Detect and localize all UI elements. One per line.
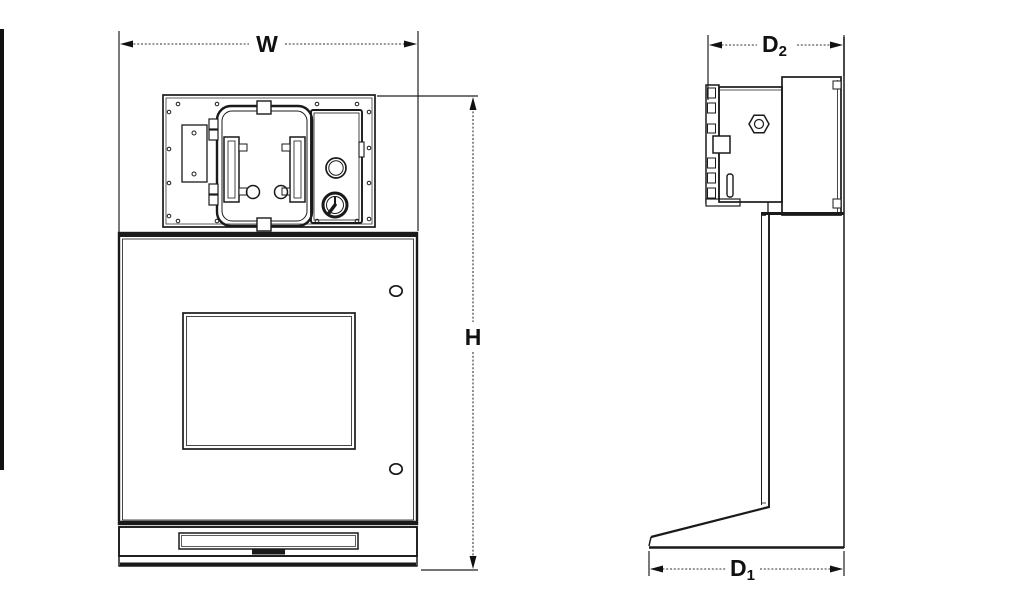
dim-d1-label: D1 (730, 555, 755, 584)
dim-d2-label: D2 (762, 31, 787, 60)
control-box-body (310, 109, 363, 224)
frame-left-tab (208, 118, 219, 130)
panel-corner-step (832, 80, 842, 90)
side-slot-detail (726, 173, 734, 198)
indicator-port-inner (328, 160, 344, 176)
dim-width: W (118, 31, 419, 232)
cabinet-base-panel (118, 526, 418, 567)
dim-height: H (377, 95, 482, 571)
door-window (182, 312, 356, 450)
mounting-frame (208, 100, 314, 232)
panel-plate-inner (165, 97, 373, 225)
base-toe (648, 536, 652, 547)
dim-top-depth: D2 (707, 31, 845, 100)
arrow-left-icon (120, 40, 133, 48)
frame-hole (273, 184, 289, 200)
dim-d1-sub: 1 (747, 567, 755, 584)
frame-rail-right (281, 136, 306, 203)
back-panel (781, 76, 842, 216)
dim-d2-sub: 2 (779, 43, 787, 60)
frame-rail-left (223, 136, 248, 203)
frame-top-tab (256, 100, 272, 115)
control-box (310, 109, 365, 224)
vent-slot-inner (181, 535, 356, 547)
arrow-right-icon (404, 40, 417, 48)
door-window-inner (186, 316, 352, 446)
arrow-left-icon (709, 41, 722, 49)
frame-hole (245, 184, 261, 200)
handle-strip (252, 549, 285, 555)
base-slope (650, 505, 770, 539)
arrow-left-icon (650, 565, 663, 573)
arrow-down-icon (469, 556, 477, 569)
door-latch-bottom (388, 462, 404, 476)
arrow-right-icon (830, 41, 843, 49)
frame-left-tab (208, 129, 219, 141)
side-view: D2 (648, 31, 845, 584)
mounting-frame-outer (215, 104, 314, 228)
side-tab (712, 135, 731, 154)
arrow-up-icon (469, 97, 477, 110)
panel-corner-step (832, 198, 842, 209)
hinge-detail (358, 141, 365, 158)
support-column (761, 37, 845, 548)
control-box-inner (313, 112, 360, 221)
cabinet-body (117, 231, 419, 526)
arrow-right-icon (830, 565, 843, 573)
dim-base-depth: D1 (648, 551, 845, 584)
frame-bottom-tab (256, 217, 272, 232)
side-head-assembly (705, 76, 842, 216)
top-mounting-panel (162, 94, 376, 232)
gauge-dial (321, 191, 349, 219)
flange-fins (707, 87, 716, 199)
cabinet-door-inner (122, 238, 414, 521)
terminal-plate (181, 124, 208, 183)
front-view: W H (117, 31, 482, 571)
gauge-needle (327, 203, 337, 215)
frame-left-tab (208, 194, 219, 206)
door-latch-top (388, 284, 404, 298)
indicator-port (325, 157, 347, 179)
cabinet (117, 231, 419, 567)
base-foot (648, 505, 844, 549)
dim-d2-base: D (762, 31, 779, 57)
dim-width-label: W (256, 31, 278, 57)
dim-height-label: H (465, 324, 482, 350)
dim-d1-base: D (730, 555, 747, 581)
frame-left-tab (208, 183, 219, 195)
hex-bolt (748, 114, 770, 134)
